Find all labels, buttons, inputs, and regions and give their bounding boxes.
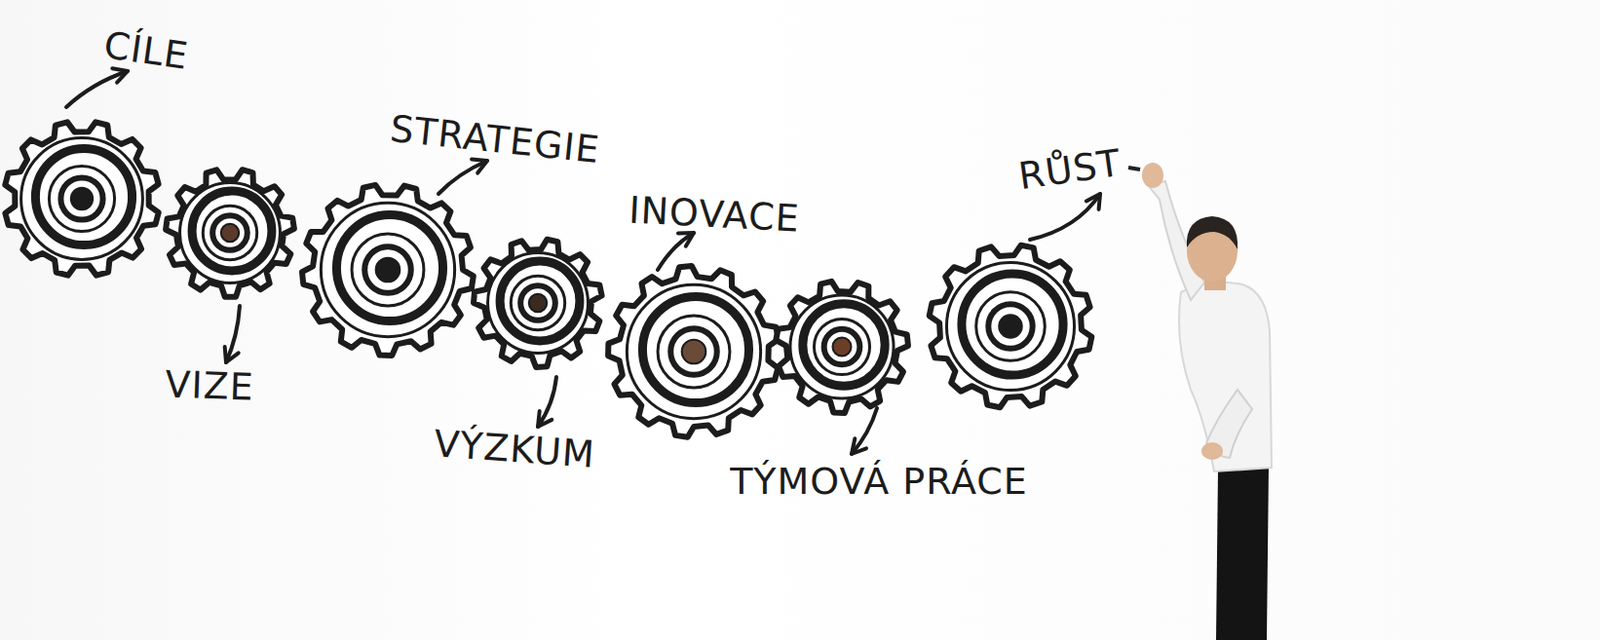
- marker: [1128, 167, 1141, 170]
- leader-arrow: [1029, 193, 1101, 240]
- gear-ring: [180, 183, 281, 284]
- gear: [4, 121, 158, 275]
- arrow-head: [112, 68, 128, 83]
- gear-ring: [488, 253, 589, 354]
- hand: [1201, 442, 1223, 460]
- gear: [608, 266, 779, 438]
- gear-center: [529, 294, 547, 312]
- gear-ring: [813, 318, 870, 375]
- arrow-head: [678, 232, 694, 247]
- gear-ring: [626, 284, 761, 419]
- gear-center: [682, 340, 707, 365]
- gear-label: TÝMOVÁ PRÁCE: [729, 459, 1029, 503]
- gear-ring: [642, 296, 749, 403]
- shirt: [1179, 282, 1272, 472]
- gear-hub: [824, 329, 861, 366]
- gear-ring: [510, 275, 565, 330]
- arrow-head: [851, 438, 867, 455]
- hand: [1142, 162, 1164, 189]
- gear-center: [832, 337, 851, 356]
- gear-center: [221, 224, 239, 242]
- gear-hub: [670, 328, 718, 376]
- gear-ring: [351, 233, 424, 306]
- gear-hub: [364, 246, 412, 294]
- gear-ring: [657, 315, 730, 388]
- gear-ring: [48, 165, 115, 231]
- gear-ring: [202, 205, 257, 260]
- gear-ring: [35, 148, 132, 245]
- gear-ring: [802, 304, 885, 386]
- leader-arrow: [851, 408, 877, 455]
- leader-arrows: [66, 68, 1101, 455]
- gear-hub: [520, 285, 556, 321]
- gear: [473, 239, 603, 368]
- hair: [1186, 216, 1238, 250]
- gear-ring: [976, 292, 1046, 362]
- gear-hub: [212, 215, 248, 251]
- gear-center: [71, 188, 93, 210]
- gear-label: VÝZKUM: [432, 421, 597, 476]
- gear-ring: [961, 273, 1064, 376]
- gear-center: [376, 258, 401, 283]
- gear: [165, 169, 295, 298]
- gear-label: VIZE: [164, 362, 256, 409]
- gear-ring: [946, 262, 1074, 390]
- gear-label: INOVACE: [627, 188, 800, 240]
- gear-chain: [4, 121, 1092, 438]
- gear-ring: [191, 190, 272, 271]
- leader-arrow: [657, 232, 694, 270]
- gear-center: [998, 314, 1023, 339]
- gear-hub: [988, 304, 1032, 348]
- gear: [775, 281, 909, 414]
- arrow-head: [471, 159, 488, 174]
- gear-ring: [21, 138, 144, 261]
- arrow-head: [225, 346, 239, 363]
- man-figure: [1128, 162, 1272, 640]
- gear-label: STRATEGIE: [387, 107, 603, 172]
- arrow-head: [537, 411, 552, 427]
- leader-arrow: [438, 160, 488, 194]
- trousers: [1216, 465, 1269, 640]
- gear: [302, 185, 474, 356]
- arrow-head: [1086, 193, 1101, 210]
- gear-ring: [320, 202, 455, 337]
- gear: [929, 245, 1093, 409]
- leader-arrow: [537, 377, 557, 427]
- leader-arrow: [66, 71, 128, 108]
- gear-hub: [60, 177, 103, 220]
- gear-ring: [499, 261, 580, 342]
- gear-label: RŮST: [1016, 141, 1125, 198]
- gear-ring: [790, 295, 894, 399]
- gear-ring: [336, 214, 443, 321]
